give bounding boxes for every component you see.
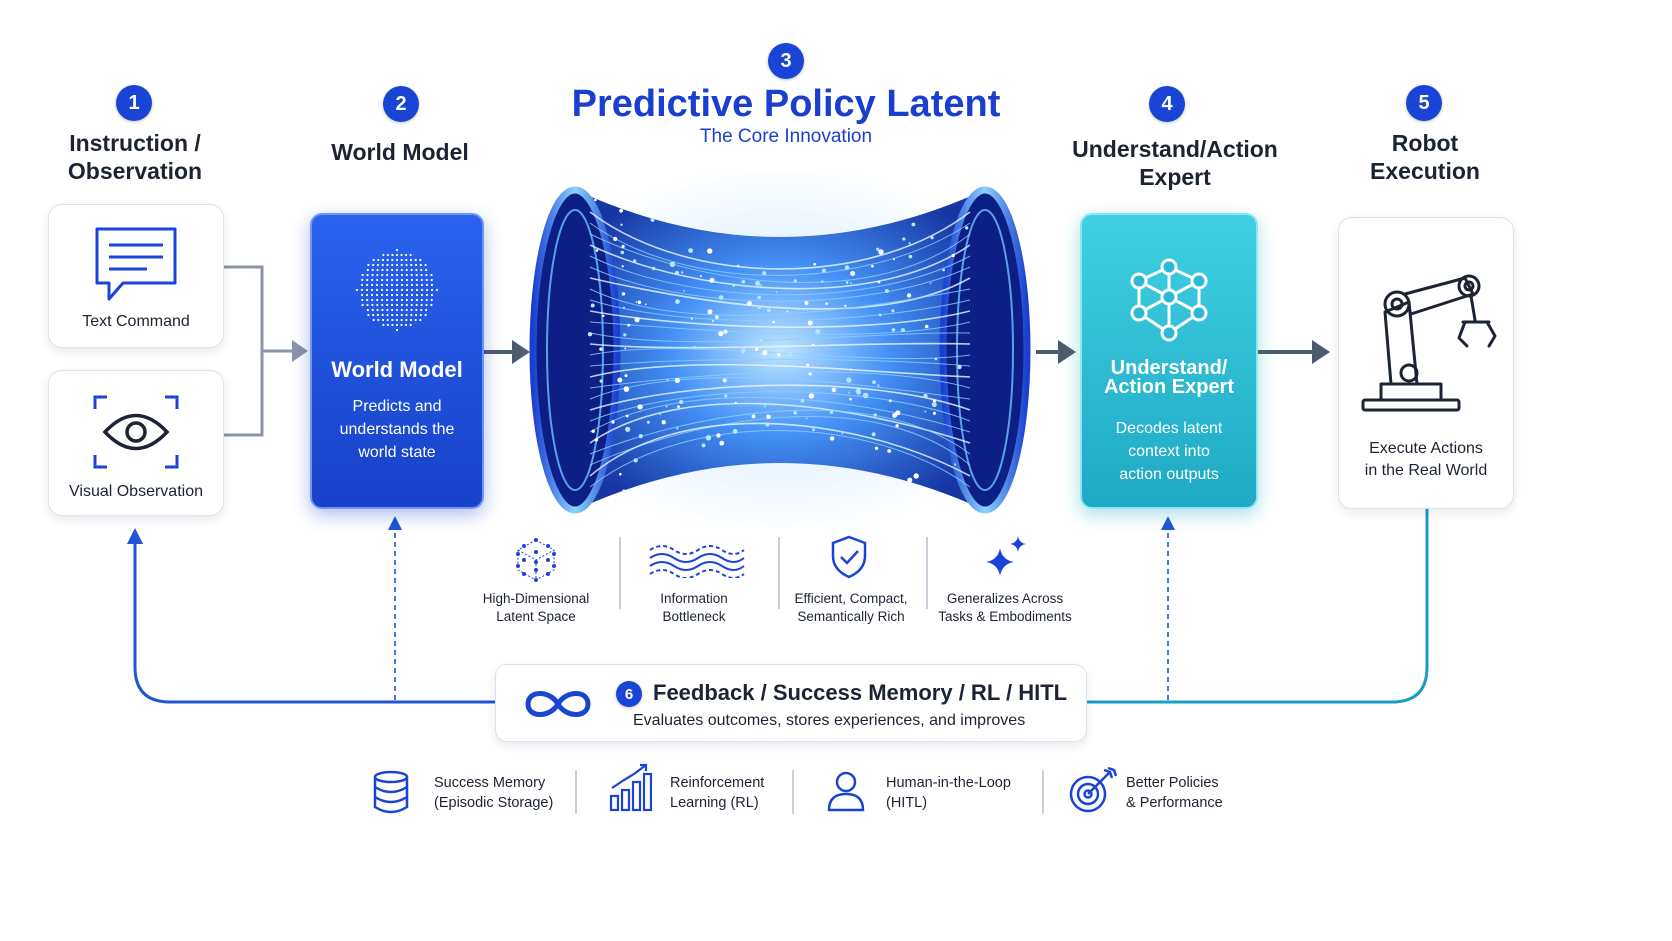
step-badge-5: 5: [1406, 85, 1442, 121]
feedback-desc: Evaluates outcomes, stores experiences, …: [633, 712, 1026, 729]
target-icon: [1069, 766, 1118, 813]
divider: [926, 537, 928, 609]
bottom-item-line: & Performance: [1126, 795, 1223, 811]
property-line: Generalizes Across: [946, 591, 1064, 606]
eye-scan-icon: [93, 395, 179, 469]
property-line: High-Dimensional: [482, 591, 590, 606]
world-model-box-title: World Model: [331, 357, 463, 382]
main-subtitle: The Core Innovation: [699, 126, 873, 147]
desc-line: context into: [1128, 443, 1210, 460]
desc-line: Execute Actions: [1369, 440, 1483, 457]
property-line: Efficient, Compact,: [794, 591, 908, 606]
cube-icon: [516, 538, 556, 582]
property-efficient: Efficient, Compact, Semantically Rich: [778, 590, 924, 626]
expert-box-desc: Decodes latent context into action outpu…: [1092, 417, 1246, 486]
world-model-box: World Model Predicts and understands the…: [310, 213, 484, 509]
feedback-box: 6 Feedback / Success Memory / RL / HITL …: [495, 664, 1087, 742]
expert-box: Understand/ Action Expert Decodes latent…: [1080, 213, 1258, 509]
step-badge-1: 1: [116, 85, 152, 121]
stage-title-line: Instruction /: [69, 130, 201, 156]
robot-execution-card: Execute Actions in the Real World: [1338, 217, 1514, 509]
bottom-item-line: (HITL): [886, 795, 928, 811]
visual-observation-label: Visual Observation: [69, 483, 203, 500]
stage-title-expert: Understand/Action Expert: [1072, 136, 1278, 190]
feedback-loop-left: [133, 540, 495, 704]
visual-observation-card: Visual Observation: [48, 370, 224, 516]
main-title: Predictive Policy Latent: [571, 83, 1001, 125]
latent-tunnel-graphic: [520, 172, 1040, 528]
globe-dots-icon: [355, 248, 439, 332]
step-badge-2: 2: [383, 86, 419, 122]
property-line: Tasks & Embodiments: [938, 609, 1072, 624]
text-command-card: Text Command: [48, 204, 224, 348]
database-icon: [373, 770, 409, 814]
bottom-item-line: (Episodic Storage): [434, 795, 554, 811]
property-line: Latent Space: [496, 609, 576, 624]
title-line: Understand/: [1110, 357, 1228, 379]
expert-box-title: Understand/ Action Expert: [1082, 357, 1256, 398]
desc-line: Decodes latent: [1115, 420, 1223, 437]
bottom-item-rl: Reinforcement Learning (RL): [670, 773, 764, 813]
desc-line: action outputs: [1119, 466, 1219, 483]
stage-title-line: Execution: [1370, 158, 1480, 184]
world-model-box-desc: Predicts and understands the world state: [322, 395, 472, 464]
property-latent-space: High-Dimensional Latent Space: [466, 590, 606, 626]
desc-line: Predicts and: [352, 398, 442, 415]
bottom-item-line: Better Policies: [1126, 775, 1219, 791]
title-line: Action Expert: [1103, 376, 1235, 398]
divider: [1042, 770, 1044, 814]
bottom-item-line: Success Memory: [434, 775, 546, 791]
step-badge-4: 4: [1149, 86, 1185, 122]
bottom-item-hitl: Human-in-the-Loop (HITL): [886, 773, 1011, 813]
sparkle-icon: [986, 536, 1026, 576]
chat-message-icon: [95, 227, 177, 301]
waves-icon: [649, 545, 745, 578]
infinity-icon: [525, 691, 591, 717]
step-badge-6: 6: [616, 681, 642, 707]
stage-title-world-model: World Model: [331, 139, 469, 165]
text-command-label: Text Command: [82, 313, 190, 330]
property-bottleneck: Information Bottleneck: [624, 590, 764, 626]
desc-line: world state: [358, 444, 436, 461]
person-icon: [827, 771, 865, 812]
desc-line: in the Real World: [1364, 462, 1488, 479]
feedback-title: Feedback / Success Memory / RL / HITL: [653, 680, 1068, 705]
bar-chart-icon: [609, 763, 652, 812]
bottom-item-success-memory: Success Memory (Episodic Storage): [434, 773, 553, 813]
stage-title-line: Robot: [1391, 130, 1459, 156]
property-line: Semantically Rich: [797, 609, 905, 624]
bottom-item-line: Human-in-the-Loop: [886, 775, 1011, 791]
divider: [778, 537, 780, 609]
neural-network-icon: [1130, 258, 1208, 342]
bottom-item-line: Learning (RL): [670, 795, 759, 811]
property-generalizes: Generalizes Across Tasks & Embodiments: [930, 590, 1080, 626]
input-merge-connector: [224, 265, 264, 437]
bottom-item-line: Reinforcement: [670, 775, 765, 791]
divider: [792, 770, 794, 814]
robot-arm-icon: [1361, 274, 1497, 412]
stage-title-line: Observation: [67, 158, 203, 184]
stage-title-robot: Robot Execution: [1325, 129, 1525, 185]
property-line: Information: [660, 591, 728, 606]
shield-check-icon: [831, 535, 867, 579]
divider: [619, 537, 621, 609]
bottom-item-better-policies: Better Policies & Performance: [1126, 773, 1223, 813]
feedback-loop-right: [1086, 508, 1429, 704]
stage-title-instruction: Instruction / Observation: [35, 129, 235, 185]
step-badge-3: 3: [768, 43, 804, 79]
desc-line: understands the: [339, 421, 455, 438]
divider: [575, 770, 577, 814]
robot-execution-desc: Execute Actions in the Real World: [1339, 438, 1513, 482]
property-line: Bottleneck: [662, 609, 726, 624]
